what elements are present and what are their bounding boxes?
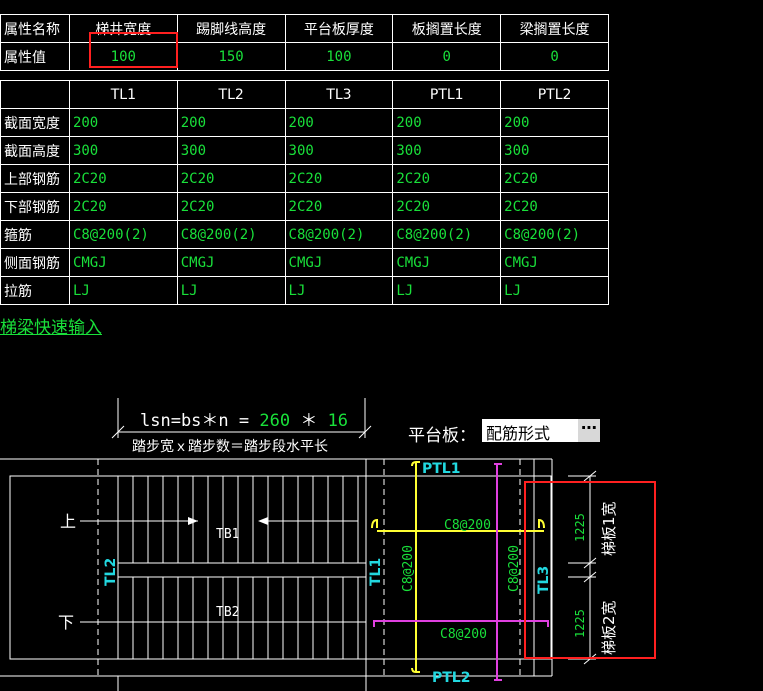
table-cell[interactable]: LJ: [68, 276, 178, 305]
rebar-top-label: C8@200: [444, 518, 491, 533]
step-count-value[interactable]: 16: [327, 411, 349, 431]
properties-table: 属性名称 梯井宽度 踢脚线高度 平台板厚度 板搁置长度 梁搁置长度 属性值 10…: [0, 14, 609, 71]
table-cell[interactable]: 2C20: [392, 164, 502, 193]
formula-line: lsn=bs＊n = 260 ＊ 16: [140, 406, 348, 431]
table-row: 箍筋 C8@200(2) C8@200(2) C8@200(2) C8@200(…: [0, 220, 609, 249]
table-cell[interactable]: LJ: [392, 276, 502, 305]
table-cell[interactable]: 2C20: [500, 192, 609, 221]
table-cell[interactable]: C8@200(2): [68, 220, 178, 249]
beam-quick-input-link[interactable]: 梯梁快速输入: [0, 318, 102, 338]
header-platform-thickness: 平台板厚度: [284, 14, 394, 43]
table-cell[interactable]: C8@200(2): [392, 220, 502, 249]
table-cell[interactable]: C8@200(2): [500, 220, 609, 249]
table-cell[interactable]: CMGJ: [500, 248, 609, 277]
formula-caption: 踏步宽ｘ踏步数＝踏步段水平长: [132, 439, 328, 455]
reinforcement-form-value: 配筋形式: [486, 424, 551, 443]
dimension-tick: [358, 425, 372, 439]
beam-bearing-length-value[interactable]: 0: [500, 42, 609, 71]
board-2-width-label: 梯板2宽: [600, 600, 618, 655]
table-cell[interactable]: 2C20: [176, 164, 286, 193]
stair-outline: [9, 475, 552, 660]
table-cell[interactable]: 2C20: [68, 164, 178, 193]
skirting-height-value[interactable]: 150: [176, 42, 286, 71]
more-options-icon[interactable]: ⋯: [578, 419, 600, 442]
row-label-stirrup: 箍筋: [0, 220, 70, 249]
board-1-width-label: 梯板1宽: [600, 501, 618, 556]
column-header-ptl2: PTL2: [500, 80, 609, 109]
properties-header-row: 属性名称 梯井宽度 踢脚线高度 平台板厚度 板搁置长度 梁搁置长度: [0, 14, 609, 43]
table-cell[interactable]: CMGJ: [176, 248, 286, 277]
tl3-label: TL3: [536, 566, 552, 594]
header-beam-bearing-length: 梁搁置长度: [500, 14, 609, 43]
slab-bearing-length-value[interactable]: 0: [392, 42, 502, 71]
platform-thickness-value[interactable]: 100: [284, 42, 394, 71]
step-width-value[interactable]: 260: [259, 411, 291, 431]
table-row: 上部钢筋 2C20 2C20 2C20 2C20 2C20: [0, 164, 609, 193]
row-label-section-height: 截面高度: [0, 136, 70, 165]
table-cell[interactable]: 2C20: [500, 164, 609, 193]
reinforcement-form-select[interactable]: 配筋形式 ⋯: [482, 419, 600, 443]
rebar-left-label: C8@200: [401, 545, 416, 592]
table-row: 拉筋 LJ LJ LJ LJ LJ: [0, 276, 609, 305]
table-cell[interactable]: 200: [392, 108, 502, 137]
table-cell[interactable]: 2C20: [68, 192, 178, 221]
stairwell-gap: [117, 562, 367, 578]
ptl2-label: PTL2: [432, 670, 470, 686]
row-label-side-rebar: 侧面钢筋: [0, 248, 70, 277]
rebar-right-label: C8@200: [507, 545, 522, 592]
tl2-label: TL2: [103, 558, 119, 586]
platform-slab-label: 平台板：: [408, 426, 476, 446]
beams-table: TL1 TL2 TL3 PTL1 PTL2 截面宽度 200 200 200 2…: [0, 80, 609, 305]
table-cell[interactable]: 200: [176, 108, 286, 137]
magenta-rebar: [373, 463, 549, 681]
column-header-ptl1: PTL1: [392, 80, 502, 109]
rebar-bottom-label: C8@200: [440, 627, 487, 642]
dimension-2-value: 1225: [573, 609, 587, 638]
table-cell[interactable]: 2C20: [284, 164, 394, 193]
highlight-box-stairwell-width: [89, 32, 178, 68]
table-cell[interactable]: C8@200(2): [284, 220, 394, 249]
highlight-box-board-widths: [524, 481, 656, 659]
table-cell[interactable]: LJ: [176, 276, 286, 305]
table-cell[interactable]: 2C20: [284, 192, 394, 221]
column-header-tl2: TL2: [176, 80, 286, 109]
tb1-label: TB1: [216, 527, 239, 542]
table-cell[interactable]: 300: [500, 136, 609, 165]
table-cell[interactable]: LJ: [500, 276, 609, 305]
down-label: 下: [58, 613, 74, 632]
yellow-rebar: [371, 461, 545, 673]
dimension-1-value: 1225: [573, 513, 587, 542]
table-cell[interactable]: CMGJ: [284, 248, 394, 277]
table-cell[interactable]: LJ: [284, 276, 394, 305]
table-row: 截面宽度 200 200 200 200 200: [0, 108, 609, 137]
row-label-bottom-rebar: 下部钢筋: [0, 192, 70, 221]
up-label: 上: [60, 512, 76, 531]
table-row: 截面高度 300 300 300 300 300: [0, 136, 609, 165]
row-label-tie-bar: 拉筋: [0, 276, 70, 305]
table-cell[interactable]: 300: [68, 136, 178, 165]
table-cell[interactable]: CMGJ: [392, 248, 502, 277]
up-arrow-head: [188, 517, 198, 525]
formula-operator: ＊: [290, 411, 328, 431]
arrow-head: [258, 517, 268, 525]
tb2-label: TB2: [216, 605, 239, 620]
dimension-tick: [111, 425, 125, 439]
table-cell[interactable]: 2C20: [392, 192, 502, 221]
row-label-property-value: 属性值: [0, 42, 70, 71]
ptl1-label: PTL1: [422, 461, 460, 477]
header-property-name: 属性名称: [0, 14, 70, 43]
table-row: 侧面钢筋 CMGJ CMGJ CMGJ CMGJ CMGJ: [0, 248, 609, 277]
tl1-label: TL1: [368, 558, 384, 586]
table-cell[interactable]: 200: [68, 108, 178, 137]
properties-value-row: 属性值 100 150 100 0 0: [0, 42, 609, 71]
formula-lhs: lsn=bs＊n =: [140, 411, 260, 431]
